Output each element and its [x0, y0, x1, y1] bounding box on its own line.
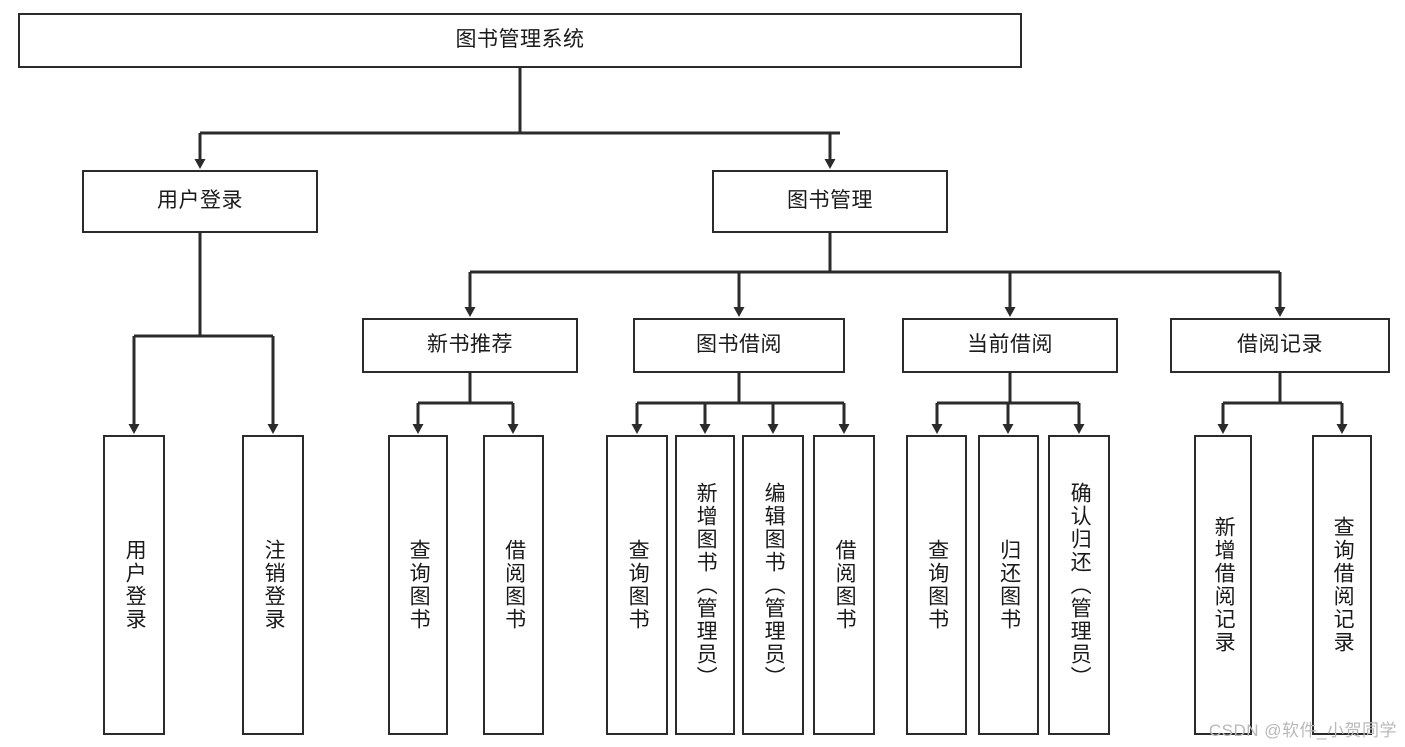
node-root[interactable]: 图书管理系统 [18, 13, 1022, 68]
node-book-management-label: 图书管理 [787, 189, 873, 213]
leaf-node[interactable]: 查询图书 [906, 435, 967, 735]
node-borrow-record[interactable]: 借阅记录 [1170, 318, 1390, 373]
leaf-node[interactable]: 确认归还（管理员） [1048, 435, 1110, 735]
leaf-node[interactable]: 注销登录 [242, 435, 304, 735]
node-new-book-recommend[interactable]: 新书推荐 [362, 318, 578, 373]
node-user-login[interactable]: 用户登录 [82, 170, 318, 233]
csdn-watermark: CSDN @软件_小贺同学 [1208, 721, 1397, 740]
leaf-node[interactable]: 查询借阅记录 [1312, 435, 1372, 735]
leaf-node-label: 新增借阅记录 [1212, 516, 1236, 654]
edge-group-user-login [128, 233, 279, 434]
leaf-node-label: 查询借阅记录 [1331, 516, 1355, 654]
node-borrow-record-label: 借阅记录 [1237, 333, 1323, 357]
edge-group-root [194, 68, 840, 169]
leaf-node-label: 查询图书 [925, 539, 949, 631]
leaf-node-label: 借阅图书 [502, 539, 526, 631]
node-book-management[interactable]: 图书管理 [712, 170, 948, 233]
leaf-node[interactable]: 查询图书 [388, 435, 448, 735]
leaf-node-label: 新增图书（管理员） [694, 481, 718, 689]
leaf-node[interactable]: 用户登录 [103, 435, 165, 735]
node-current-borrow[interactable]: 当前借阅 [902, 318, 1118, 373]
leaf-node-label: 查询图书 [407, 539, 431, 631]
leaf-node[interactable]: 借阅图书 [813, 435, 875, 735]
leaf-node-label: 编辑图书（管理员） [762, 481, 786, 689]
node-new-book-recommend-label: 新书推荐 [427, 333, 513, 357]
leaf-node[interactable]: 查询图书 [606, 435, 668, 735]
leaf-node-label: 归还图书 [997, 539, 1021, 631]
edge-group-borrow [631, 373, 850, 434]
leaf-node[interactable]: 新增图书（管理员） [675, 435, 735, 735]
leaf-node-label: 用户登录 [123, 539, 147, 631]
leaf-node-label: 借阅图书 [833, 539, 857, 631]
node-book-borrow-label: 图书借阅 [696, 333, 782, 357]
edge-group-book-mgmt [464, 233, 1286, 317]
leaf-node-label: 注销登录 [262, 539, 286, 631]
node-root-label: 图书管理系统 [455, 28, 585, 52]
node-user-login-label: 用户登录 [157, 189, 243, 213]
leaf-node-label: 查询图书 [626, 539, 650, 631]
leaf-node[interactable]: 借阅图书 [483, 435, 544, 735]
leaf-node-label: 确认归还（管理员） [1068, 481, 1092, 689]
leaf-node[interactable]: 新增借阅记录 [1194, 435, 1252, 735]
edge-group-current-borrow [931, 373, 1085, 434]
node-book-borrow[interactable]: 图书借阅 [633, 318, 845, 373]
edge-group-new-book [412, 373, 519, 434]
leaf-node[interactable]: 归还图书 [978, 435, 1039, 735]
leaf-node[interactable]: 编辑图书（管理员） [742, 435, 804, 735]
edge-group-borrow-record [1217, 373, 1348, 434]
node-current-borrow-label: 当前借阅 [967, 333, 1053, 357]
